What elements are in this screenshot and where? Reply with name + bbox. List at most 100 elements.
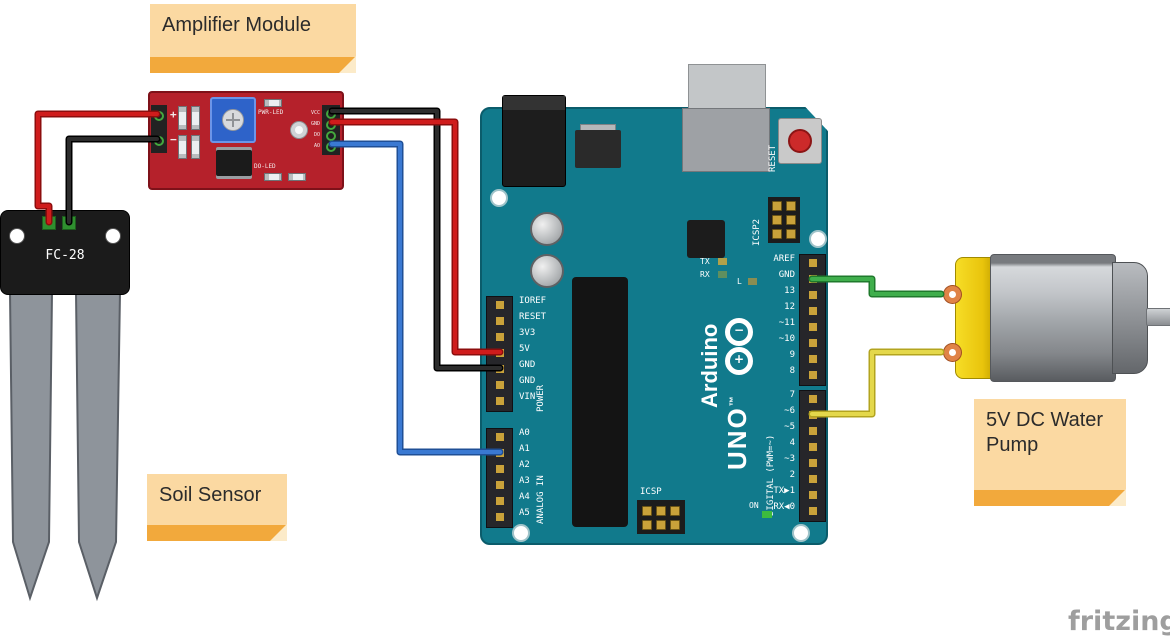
icsp-pin xyxy=(642,520,652,530)
analog-pin-labels: A0 A1 A2 A3 A4 A5 xyxy=(519,428,559,524)
icsp2-pin xyxy=(786,229,796,239)
smd-resistor xyxy=(264,173,282,181)
power-pin-labels: IOREF RESET 3V3 5V GND GND VIN xyxy=(519,296,579,408)
icsp-label: ICSP xyxy=(640,487,662,497)
note-fold-corner xyxy=(1109,489,1126,506)
mounting-hole xyxy=(490,189,508,207)
wire-yellow-pump[interactable] xyxy=(810,350,943,416)
module-pin-label-gnd: GND xyxy=(310,121,320,127)
wire-blue-analog-edge xyxy=(328,140,504,456)
logo-minus: − xyxy=(733,323,745,337)
note-amplifier-module[interactable]: Amplifier Module xyxy=(150,4,356,73)
wire-red-sensor[interactable] xyxy=(36,112,159,224)
voltage-regulator xyxy=(575,130,621,168)
wire-red-5v[interactable] xyxy=(330,120,502,354)
module-pad-do xyxy=(326,131,336,141)
note-fold-corner xyxy=(270,524,287,541)
note-text: Amplifier Module xyxy=(162,14,311,36)
note-soil-sensor[interactable]: Soil Sensor xyxy=(147,474,287,541)
module-pad-minus xyxy=(154,136,164,146)
smd-resistor xyxy=(178,135,187,159)
icsp2-pin xyxy=(786,215,796,225)
water-pump[interactable] xyxy=(940,250,1170,390)
wire-red-sensor-edge xyxy=(34,110,161,226)
pin-label: 9 xyxy=(789,350,795,360)
pin-label: RESET xyxy=(519,312,547,322)
pin-label: ~6 xyxy=(784,406,795,416)
soil-sensor-hole-right xyxy=(105,228,121,244)
reset-label: RESET xyxy=(768,144,778,172)
rx-label: RX xyxy=(700,270,710,279)
pin-label: ~10 xyxy=(778,334,795,344)
digital-header-top xyxy=(799,254,826,386)
smd-resistor xyxy=(191,135,200,159)
rx-led xyxy=(718,271,727,278)
tx-label: TX xyxy=(700,257,710,266)
pump-terminal-top xyxy=(944,286,961,303)
module-pin-label-ao: AO xyxy=(313,143,320,149)
icsp-pin xyxy=(656,506,666,516)
pin-label: 7 xyxy=(789,390,795,400)
pin-label: 12 xyxy=(784,302,795,312)
soil-sensor-model-label: FC-28 xyxy=(45,248,85,263)
note-text: 5V DC Water Pump xyxy=(986,409,1104,456)
amplifier-module[interactable]: + − PWR-LED DO-LED VCC GND DO xyxy=(148,91,344,190)
wire-green-pump[interactable] xyxy=(810,277,943,296)
module-pad-plus xyxy=(154,111,164,121)
soil-sensor-hole-left xyxy=(9,228,25,244)
microcontroller-chip xyxy=(572,277,628,527)
icsp2-pin xyxy=(772,215,782,225)
screw-slot-h xyxy=(226,119,240,121)
capacitor xyxy=(530,212,564,246)
module-pin-label-vcc: VCC xyxy=(310,110,320,116)
arduino-uno[interactable]: RESET ICSP2 AREF GND 13 12 ~1 xyxy=(480,64,828,545)
pin-label: 4 xyxy=(789,438,795,448)
wire-black-gnd[interactable] xyxy=(330,109,502,370)
pump-shaft xyxy=(1146,308,1170,326)
icsp-pin xyxy=(670,520,680,530)
pump-terminal-bottom xyxy=(944,344,961,361)
note-strip xyxy=(974,490,1126,506)
pin-label: TX▶1 xyxy=(773,486,795,496)
power-section-label: POWER xyxy=(536,384,546,412)
soil-sensor-pin-left xyxy=(42,216,56,230)
l-led-label: L xyxy=(737,277,742,286)
power-led-lens xyxy=(295,126,303,134)
pump-motor-body xyxy=(990,254,1116,382)
pin-label: A0 xyxy=(519,428,530,438)
power-jack xyxy=(502,95,566,187)
mounting-hole xyxy=(512,524,530,542)
soil-sensor[interactable]: FC-28 xyxy=(0,210,135,610)
analog-header xyxy=(486,428,513,528)
module-pin-label-do: DO xyxy=(313,132,320,138)
pump-motor-end-cap xyxy=(1112,262,1148,374)
mounting-hole xyxy=(809,230,827,248)
module-pad-vcc xyxy=(326,109,336,119)
pin-label: GND xyxy=(778,270,795,280)
note-text: Soil Sensor xyxy=(159,484,262,506)
pin-label: 13 xyxy=(784,286,795,296)
smd-resistor xyxy=(288,173,306,181)
pin-label: 3V3 xyxy=(519,328,536,338)
icsp-pin xyxy=(642,506,652,516)
digital-pin-labels-bottom: 7 ~6 ~5 4 ~3 2 TX▶1 RX◀0 xyxy=(700,390,795,518)
icsp2-pin xyxy=(786,201,796,211)
pin-label: 5V xyxy=(519,344,530,354)
note-water-pump[interactable]: 5V DC Water Pump xyxy=(974,399,1126,506)
icsp2-label: ICSP2 xyxy=(752,218,762,246)
wire-blue-analog[interactable] xyxy=(330,142,502,454)
soil-sensor-pin-right xyxy=(62,216,76,230)
pin-label: A1 xyxy=(519,444,530,454)
arduino-logo-plus-ring: + xyxy=(725,347,753,375)
arduino-logo-minus-ring: − xyxy=(725,318,753,346)
smd-resistor xyxy=(191,106,200,130)
pin-label: VIN xyxy=(519,392,536,402)
usb-interface-chip xyxy=(687,220,725,258)
pin-label: ~3 xyxy=(784,454,795,464)
tx-led xyxy=(718,258,727,265)
analog-section-label: ANALOG IN xyxy=(536,475,546,524)
wire-green-pump-edge xyxy=(808,275,945,298)
module-pad-gnd xyxy=(326,120,336,130)
pin-label: GND xyxy=(519,376,536,386)
fritzing-watermark: fritzing xyxy=(1068,606,1170,637)
